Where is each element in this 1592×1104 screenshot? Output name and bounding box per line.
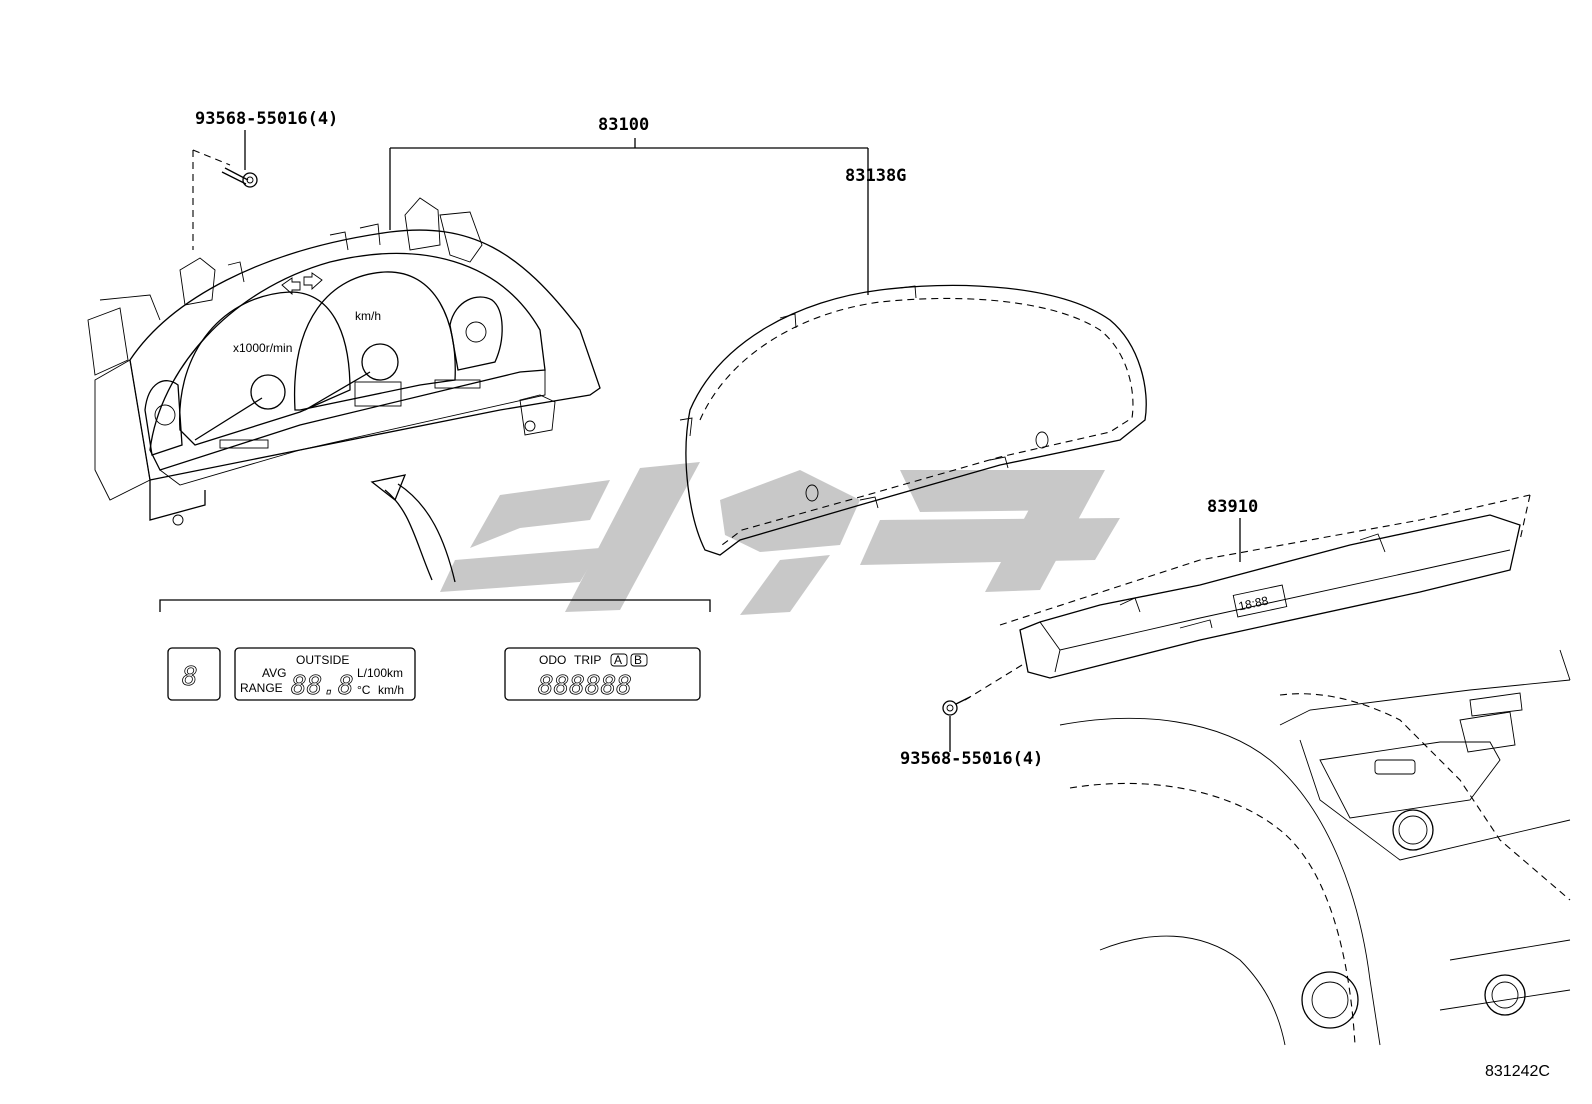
unit-speed: km/h — [378, 683, 404, 697]
callout-bolt-bottom: 93568-55016(4) — [900, 749, 1043, 769]
lcd-info-panel: OUTSIDE AVG RANGE 88.8 L/100km °C km/h — [234, 647, 416, 701]
label-outside: OUTSIDE — [296, 653, 349, 667]
info-digits: 88.8 — [291, 671, 354, 701]
clock-assembly-drawing: 18:88 — [1019, 514, 1521, 679]
watermark-logo — [440, 462, 1120, 615]
callout-meter-assembly: 83100 — [598, 115, 649, 135]
combination-meter-drawing: x1000r/min km/h — [87, 197, 601, 526]
gear-digit: 8 — [182, 662, 198, 692]
odo-digits: 888888 — [538, 671, 632, 701]
callout-meter-glass: 83138G — [845, 166, 906, 186]
badge-a: A — [614, 653, 622, 667]
label-trip: TRIP — [574, 653, 601, 667]
figure-ref: 831242C — [1485, 1063, 1550, 1080]
lcd-gear-panel: 8 — [167, 647, 221, 701]
instrument-panel-drawing — [999, 494, 1571, 1046]
reference-arrow-icon — [370, 474, 456, 583]
label-odo: ODO — [539, 653, 566, 667]
meter-glass-drawing — [679, 284, 1147, 556]
svg-text:km/h: km/h — [355, 309, 381, 323]
svg-text:18:88: 18:88 — [1237, 593, 1270, 613]
unit-fuel: L/100km — [357, 666, 403, 680]
label-range: RANGE — [240, 681, 283, 695]
badge-b: B — [634, 653, 642, 667]
unit-temp: °C — [357, 683, 371, 697]
callout-bolt-top: 93568-55016(4) — [195, 109, 338, 129]
callout-clock-assembly: 83910 — [1207, 497, 1258, 517]
lcd-odo-panel: ODO TRIP A B 888888 — [504, 647, 701, 701]
label-avg: AVG — [262, 666, 286, 680]
svg-text:x1000r/min: x1000r/min — [233, 341, 292, 355]
bolt-top-icon — [221, 167, 258, 188]
